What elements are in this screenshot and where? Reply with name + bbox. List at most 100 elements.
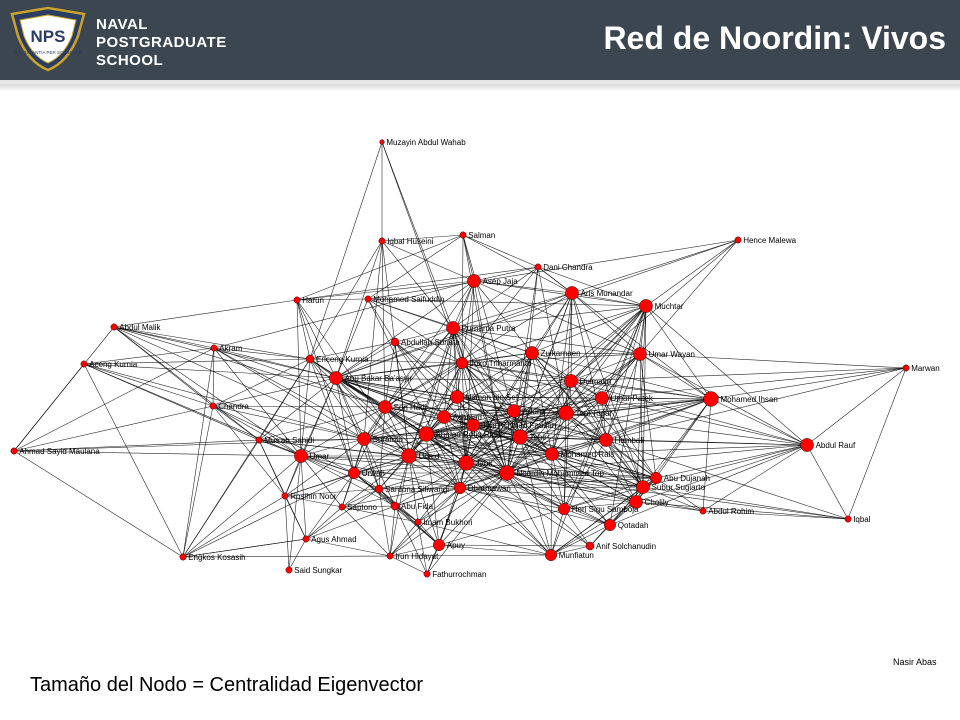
edge-irun-hidayat-munfiatun [389, 554, 552, 557]
edge-ahmad-rofiq-ridho-jabir [425, 433, 467, 464]
edge-ubeid-noordin-mohammed-top [408, 455, 508, 474]
edge-dulmatin-usman-bin-sef [456, 380, 572, 398]
edge-iqbal-huseini-purnama-putra [381, 240, 454, 329]
edge-dharmawan-fathurrochman [426, 487, 461, 575]
edge-abu-bakar-ba-asyir-adung [335, 377, 515, 412]
edge-hence-malewa-muchtar [645, 239, 739, 307]
node-label-dani-chandra: Dani Chandra [543, 263, 593, 272]
edge-abdullah-sunata-achmad [394, 341, 445, 418]
edge-purnama-putra-abdullah-sunata [394, 327, 454, 343]
edge-aris-munandar-mohamed-rais [551, 292, 573, 455]
edge-sardona-siliwangi-rosihin-noor [284, 488, 380, 497]
edge-joko-triharmanto-achmad [443, 362, 463, 418]
edge-joko-triharmanto-dulmatin [461, 362, 572, 382]
edge-saptono-agus-ahmad [305, 506, 343, 540]
edge-zulkarnaen-umar-patek [531, 352, 603, 399]
edge-urwah-agus-ahmad [305, 472, 355, 540]
node-zulkarnaen [525, 346, 539, 360]
edge-abu-fida-agus-ahmad [305, 505, 396, 540]
edge-joko-triharmanto-mohamed-ihsan [461, 362, 712, 400]
node-label-fathurrochman: Fathurrochman [432, 570, 486, 579]
edge-abdullah-sunata-noordin-mohammed-top [394, 341, 508, 474]
node-cholily [629, 495, 643, 509]
edge-iqbal-huseini-abu-bakar-ba-asyir [335, 240, 383, 379]
edge-tohir-urwah [353, 436, 521, 474]
edge-adung-achmad [443, 410, 515, 418]
edge-ubeid-imam-bukhori [408, 455, 419, 523]
node-label-abu-bakar-ba-asyir: Abu Bakar Ba'asyir [345, 374, 413, 383]
node-jabir [458, 455, 474, 471]
edge-abdul-malik-suramto [113, 326, 365, 440]
node-label-aceng-kurnia: Aceng Kurnia [89, 360, 138, 369]
node-engkos-kosasih [179, 553, 187, 561]
node-sardona-siliwangi [374, 484, 384, 494]
edge-heri-sigu-samboja-anif-solchanudin [563, 508, 591, 547]
edge-saptono-irun-hidayat [341, 506, 391, 557]
edge-jabir-sardona-siliwangi [378, 462, 467, 490]
node-abu-fida [390, 501, 400, 511]
node-label-iqbal: Iqbal [853, 515, 871, 524]
edge-jabir-abu-dujanah [465, 462, 657, 479]
node-abdullah-sunata [390, 337, 400, 347]
node-usman-bin-sef [450, 390, 464, 404]
edge-mohamed-ihsan-abu-dujanah [655, 398, 712, 479]
node-abu-bakar-ba-asyir [329, 371, 343, 385]
node-label-abdul-rauf: Abdul Rauf [816, 441, 856, 450]
node-label-umar-wayan: Umar Wayan [649, 350, 695, 359]
edge-dani-chandra-asep-jaja [473, 266, 539, 282]
edge-heri-sigu-samboja-qotadah [563, 508, 611, 526]
edge-mus-ab-sahidi-jabir [258, 439, 467, 464]
edge-urwah-engkos-kosasih [182, 472, 355, 558]
edge-marwan-umar-patek [601, 367, 907, 399]
edge-aceng-kurnia-chandra [83, 363, 214, 407]
edge-akram-son-hadi [213, 347, 386, 408]
edge-imam-bukhori-irun-hidayat [389, 521, 419, 557]
edge-iqbal-huseini-enceng-kurnia [309, 240, 383, 360]
edge-joko-triharmanto-adung [461, 362, 515, 412]
node-label-irun-hidayat: Irun Hidayat [395, 552, 439, 561]
edge-aceng-kurnia-abu-bakar-ba-asyir [83, 363, 337, 379]
edge-enceng-kurnia-joko-triharmanto [309, 358, 463, 364]
edge-harun-enceng-kurnia [296, 299, 311, 360]
node-label-abdullah-sunata: Abdullah Sunata [401, 338, 460, 347]
edge-toni-togar-subur-sugiarto [565, 412, 644, 488]
edge-akram-chandra [212, 347, 215, 407]
edge-urwah-dharmawan [353, 472, 461, 489]
node-label-umar: Umar [310, 452, 330, 461]
node-label-sardona-siliwangi: Sardona Siliwangi [385, 485, 449, 494]
edge-abdul-rohim-iqbal [702, 510, 849, 520]
node-aris-munandar [565, 286, 579, 300]
edge-asep-jaja-ubeid [408, 280, 475, 457]
edge-zulkarnaen-dulmatin [531, 352, 572, 382]
edge-muchtar-zulkarnaen [531, 305, 647, 354]
node-harun [293, 296, 301, 304]
edge-hence-malewa-mohamed-saifuddin [367, 239, 739, 300]
edge-salman-joko-triharmanto [461, 234, 464, 364]
node-label-muzayin-abdul-wahab: Muzayin Abdul Wahab [386, 138, 466, 147]
node-label-joni-achmad-fauzan: Joni Achmad Fauzan [482, 421, 557, 430]
edge-marwan-dulmatin [570, 367, 907, 382]
node-mohamed-saifuddin [364, 295, 372, 303]
edge-zulkarnaen-toni-togar [531, 352, 567, 414]
edge-umar-patek-adung [513, 397, 603, 412]
node-label-noordin-mohammed-top: Noordin Mohammed Top [516, 469, 604, 478]
edge-marwan-mohamed-ihsan [710, 367, 907, 400]
edge-ubeid-dharmawan [408, 455, 461, 489]
node-label-anif-solchanudin: Anif Solchanudin [596, 542, 656, 551]
edge-aceng-kurnia-engkos-kosasih [83, 363, 184, 558]
node-ubeid [401, 448, 417, 464]
edge-muchtar-subur-sugiarto [642, 305, 647, 488]
edge-dulmatin-jabir [465, 380, 572, 464]
node-label-engkos-kosasih: Engkos Kosasih [188, 553, 245, 562]
edge-mohamed-rais-subur-sugiarto [551, 453, 644, 488]
edge-abu-bakar-ba-asyir-jabir [335, 377, 467, 464]
node-label-subur-sugiarto: Subur Sugiarto [652, 483, 706, 492]
node-label-mohamed-ihsan: Mohamed Ihsan [720, 395, 777, 404]
edge-harun-mohamed-saifuddin [296, 298, 369, 301]
node-label-abdul-malik: Abdul Malik [119, 323, 161, 332]
edge-abdullah-sunata-abu-bakar-ba-asyir [335, 341, 396, 379]
edge-hambali-cholily [605, 439, 637, 503]
node-ahmad-sayid-maulana [10, 447, 18, 455]
edge-ahmad-sayid-maulana-suramto [13, 438, 365, 452]
edge-umar-wayan-hambali [605, 353, 641, 441]
